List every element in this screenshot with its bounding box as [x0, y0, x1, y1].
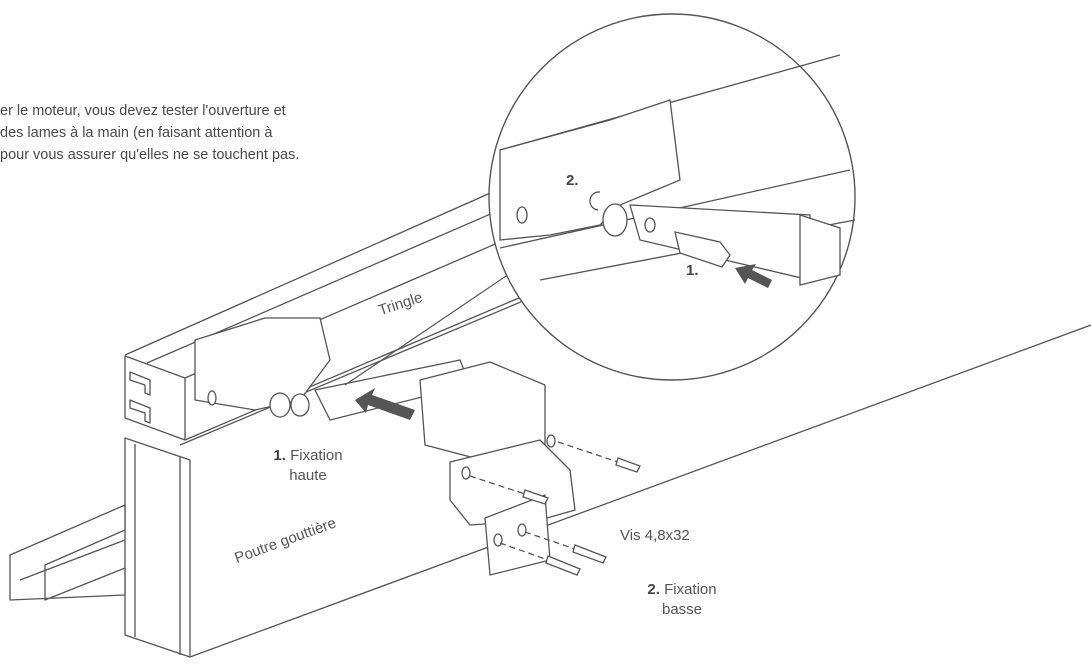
instruction-line: des lames à la main (en faisant attentio… [0, 125, 273, 141]
zoom-clip [589, 191, 601, 211]
screw [572, 544, 607, 564]
hole [546, 434, 556, 448]
screw [545, 555, 581, 576]
fixation-haute-number: 1. [273, 447, 286, 464]
screw-guide [499, 542, 549, 561]
zoom-push-arrow [735, 264, 772, 288]
screw [522, 489, 549, 505]
screw-label: Vis 4,8x32 [620, 527, 690, 544]
gutter-edge [189, 324, 1091, 658]
screw-guide [524, 531, 576, 550]
fixation-haute-text: Fixation [290, 447, 343, 464]
zoom-hole [644, 217, 656, 233]
zoom-hole [516, 206, 528, 224]
rail-slot [129, 371, 151, 396]
hole [461, 466, 471, 480]
rail-profile [124, 355, 186, 441]
hole [493, 533, 503, 547]
screw [615, 457, 641, 473]
fixation-haute-text2: haute [289, 467, 327, 484]
zoom-end [799, 214, 841, 286]
rail-slot [129, 399, 151, 424]
zoom-screw [602, 203, 628, 237]
zoom-leader [344, 267, 519, 386]
zoom-circle [488, 13, 856, 381]
gutter-floor [19, 539, 126, 581]
fixation-basse-number: 2. [647, 581, 660, 598]
rod-screw [269, 392, 291, 418]
rod-screw [290, 393, 310, 417]
instruction-line: er le moteur, vous devez tester l'ouvert… [0, 103, 286, 119]
zoom-pin [674, 231, 731, 268]
detail-step-2: 2. [566, 172, 579, 189]
instruction-text: er le moteur, vous devez tester l'ouvert… [0, 100, 440, 166]
hole [207, 390, 217, 406]
fixation-haute-label: 1. Fixation haute [258, 446, 358, 486]
instruction-line: pour vous assurer qu'elles ne se touchen… [0, 147, 300, 163]
screw-guide [557, 441, 619, 463]
upper-bracket [194, 317, 331, 411]
fixation-basse-label: 2. Fixation basse [632, 580, 732, 620]
hole [517, 523, 527, 537]
detail-step-1: 1. [686, 262, 699, 279]
fixation-basse-text2: basse [661, 601, 703, 618]
push-arrow [355, 388, 415, 420]
fixation-basse-text: Fixation [664, 581, 717, 598]
gutter-bottom [9, 504, 126, 601]
